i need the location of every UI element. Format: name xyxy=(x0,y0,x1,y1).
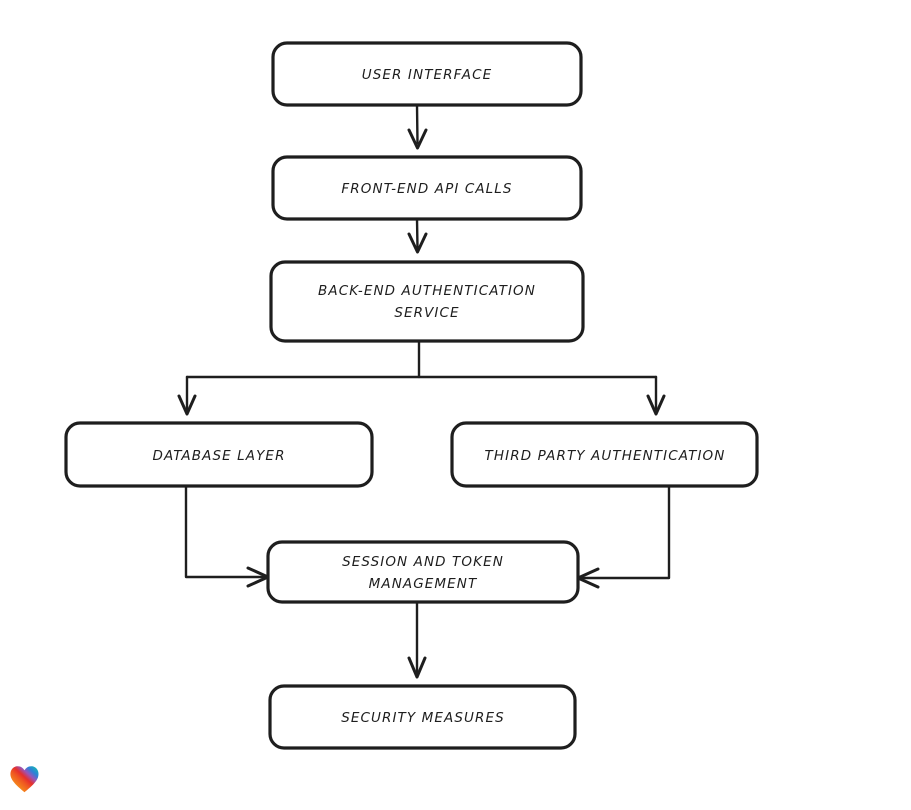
node-label-back-end-auth-service-line2: SERVICE xyxy=(394,305,459,321)
node-back-end-auth-service[interactable]: BACK-END AUTHENTICATION SERVICE xyxy=(269,260,585,343)
node-layer: USER INTERFACE FRONT-END API CALLS BACK-… xyxy=(64,41,759,750)
edge-backend-to-third xyxy=(646,375,666,416)
edge-backend-to-db xyxy=(177,375,197,416)
node-label-third-party-auth: THIRD PARTY AUTHENTICATION xyxy=(485,448,726,464)
node-box-back-end-auth-service[interactable] xyxy=(269,260,585,343)
node-database-layer[interactable]: DATABASE LAYER xyxy=(64,421,374,488)
node-label-database-layer: DATABASE LAYER xyxy=(152,448,285,464)
node-box-third-party-auth[interactable] xyxy=(450,421,759,488)
node-user-interface[interactable]: USER INTERFACE xyxy=(271,41,583,107)
node-front-end-api-calls[interactable]: FRONT-END API CALLS xyxy=(271,155,583,221)
node-box-security-measures[interactable] xyxy=(268,684,577,750)
node-label-user-interface: USER INTERFACE xyxy=(362,67,492,83)
edge-db-to-session xyxy=(184,484,270,588)
node-label-back-end-auth-service-line1: BACK-END AUTHENTICATION xyxy=(318,283,536,299)
node-label-front-end-api-calls: FRONT-END API CALLS xyxy=(341,181,512,197)
node-box-session-token-mgmt[interactable] xyxy=(266,540,580,604)
edge-backend-split-bus xyxy=(185,339,658,379)
node-security-measures[interactable]: SECURITY MEASURES xyxy=(268,684,577,750)
edge-ui-to-api xyxy=(407,103,428,150)
heart-badge[interactable] xyxy=(8,763,41,795)
node-label-session-token-mgmt-line2: MANAGEMENT xyxy=(369,576,478,592)
node-session-token-mgmt[interactable]: SESSION AND TOKEN MANAGEMENT xyxy=(266,540,580,604)
node-label-session-token-mgmt-line1: SESSION AND TOKEN xyxy=(342,554,504,570)
edge-third-to-session xyxy=(576,484,671,589)
node-third-party-auth[interactable]: THIRD PARTY AUTHENTICATION xyxy=(450,421,759,488)
node-label-security-measures: SECURITY MEASURES xyxy=(341,710,505,726)
edge-api-to-backend xyxy=(407,217,428,254)
edge-session-to-sec xyxy=(407,600,427,679)
heart-icon xyxy=(10,766,39,793)
node-box-user-interface[interactable] xyxy=(271,41,583,107)
node-box-database-layer[interactable] xyxy=(64,421,374,488)
node-box-front-end-api-calls[interactable] xyxy=(271,155,583,221)
